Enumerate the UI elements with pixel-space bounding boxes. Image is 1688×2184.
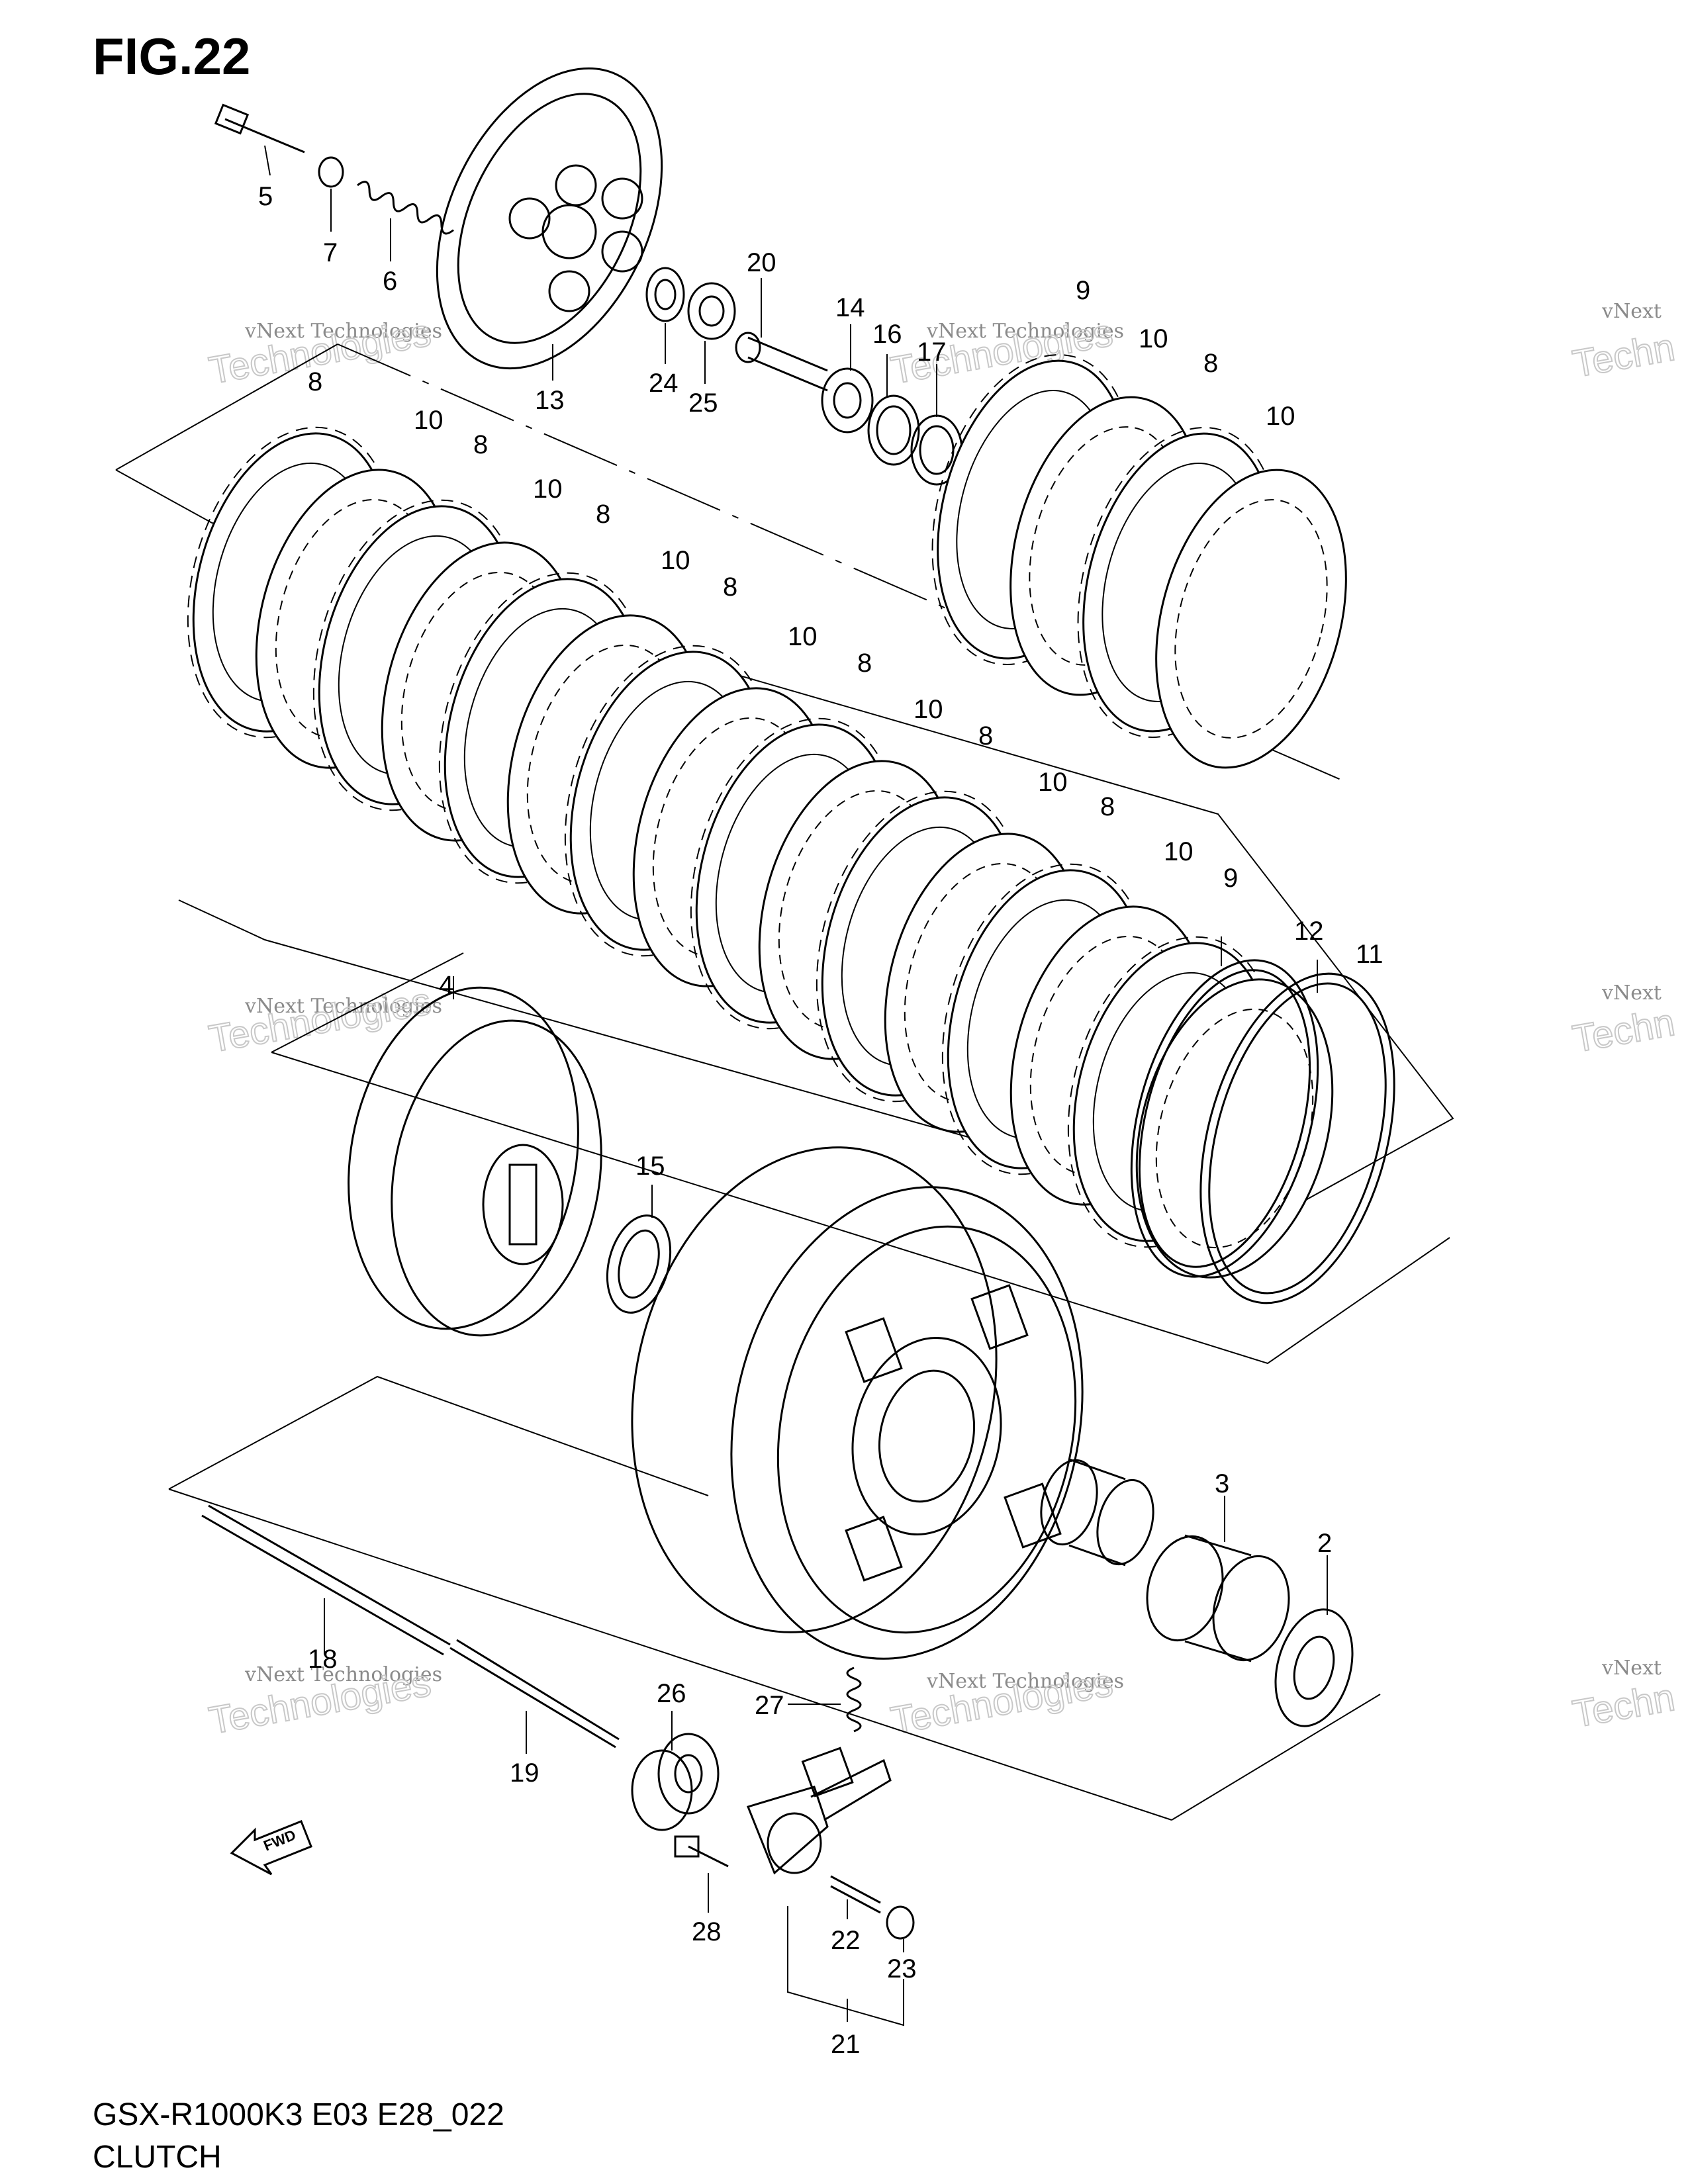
thrust-washer <box>606 1214 672 1314</box>
callout-4: 4 <box>439 971 453 1000</box>
callout-8: 8 <box>978 721 993 751</box>
watermark-text: Techn <box>1570 1001 1678 1061</box>
oil-seal <box>631 1733 720 1831</box>
clutch-plate-stack-upper <box>931 354 1347 769</box>
callout-8: 8 <box>596 500 610 529</box>
callout-24: 24 <box>649 369 679 398</box>
bolt <box>214 103 305 154</box>
forward-arrow-icon: FWD <box>230 1820 312 1876</box>
callout-26: 26 <box>657 1679 686 1708</box>
washer <box>1274 1608 1354 1727</box>
spacer <box>1040 1458 1154 1567</box>
callout-10: 10 <box>1038 768 1068 797</box>
callout-10: 10 <box>1266 402 1295 431</box>
washer <box>318 156 344 188</box>
watermark-text: vNext Technologies <box>244 320 442 343</box>
diagram-code: GSX-R1000K3 E03 E28_022 <box>93 2097 504 2132</box>
lock-nut <box>886 1905 915 1940</box>
leader-lines <box>264 145 1328 2026</box>
watermark-text: Technologies <box>206 979 434 1061</box>
nut <box>821 367 874 433</box>
push-piece <box>735 332 828 392</box>
diagram-title: CLUTCH <box>93 2140 222 2175</box>
callout-3: 3 <box>1215 1469 1229 1498</box>
pressure-plate <box>436 67 663 370</box>
callout-2: 2 <box>1317 1529 1332 1558</box>
callout-10: 10 <box>914 695 943 724</box>
callout-8: 8 <box>1203 349 1218 378</box>
watermark-text: vNext <box>1601 300 1662 323</box>
friction-plate <box>1155 469 1347 769</box>
sleeve-hub <box>348 986 602 1337</box>
callout-10: 10 <box>661 546 690 575</box>
watermark-text: vNext Technologies <box>926 1670 1124 1693</box>
callout-22: 22 <box>831 1926 861 1955</box>
callout-8: 8 <box>473 430 488 459</box>
callout-28: 28 <box>692 1917 722 1946</box>
callout-15: 15 <box>635 1152 665 1181</box>
callout-5: 5 <box>258 182 273 211</box>
callout-10: 10 <box>533 475 563 504</box>
watermark-text: Techn <box>1570 326 1678 386</box>
callout-17: 17 <box>917 338 947 367</box>
watermark-text: vNext Technologies <box>926 320 1124 343</box>
callout-14: 14 <box>835 293 865 322</box>
callout-8: 8 <box>1100 792 1115 821</box>
washer <box>645 267 685 322</box>
callout-7: 7 <box>323 238 338 267</box>
watermark-text: vNext Technologies <box>244 995 442 1018</box>
needle-bearing <box>1146 1534 1290 1662</box>
callout-11: 11 <box>1356 940 1383 969</box>
callout-8: 8 <box>723 572 737 602</box>
callout-13: 13 <box>535 386 565 415</box>
clutch-housing <box>631 1146 1084 1660</box>
callout-9: 9 <box>1223 864 1238 893</box>
callout-20: 20 <box>747 248 776 277</box>
callout-6: 6 <box>383 267 397 296</box>
callout-labels: 5 7 6 13 20 24 25 14 16 17 9 10 8 10 8 1… <box>258 182 1383 2059</box>
callout-10: 10 <box>1139 324 1168 353</box>
callout-19: 19 <box>510 1758 539 1788</box>
callout-8: 8 <box>308 367 322 396</box>
washer <box>867 394 963 486</box>
adjusting-bolt <box>830 1875 881 1914</box>
callout-16: 16 <box>872 320 902 349</box>
wire-ring <box>1130 959 1319 1278</box>
callout-21: 21 <box>831 2030 861 2059</box>
callout-23: 23 <box>887 1954 917 1983</box>
watermark-text: vNext Technologies <box>244 1663 442 1686</box>
watermark-text: vNext <box>1601 1657 1662 1680</box>
callout-27: 27 <box>755 1691 784 1720</box>
callout-10: 10 <box>1164 837 1194 866</box>
push-rod <box>201 1504 620 1749</box>
wire-ring <box>1199 972 1395 1304</box>
callout-18: 18 <box>308 1645 338 1674</box>
callout-9: 9 <box>1076 276 1090 305</box>
watermark-text: Techn <box>1570 1676 1678 1736</box>
bolt <box>674 1835 729 1868</box>
callout-10: 10 <box>788 622 818 651</box>
watermark-text: vNext <box>1601 981 1662 1005</box>
return-spring <box>846 1666 862 1733</box>
lower-frame <box>168 1375 1381 1821</box>
figure-title: FIG.22 <box>93 27 251 85</box>
bearing <box>687 282 736 340</box>
spring <box>357 181 454 235</box>
callout-8: 8 <box>857 649 872 678</box>
release-arm <box>746 1747 892 1875</box>
callout-10: 10 <box>414 406 444 435</box>
callout-12: 12 <box>1294 917 1324 946</box>
callout-25: 25 <box>688 388 718 418</box>
